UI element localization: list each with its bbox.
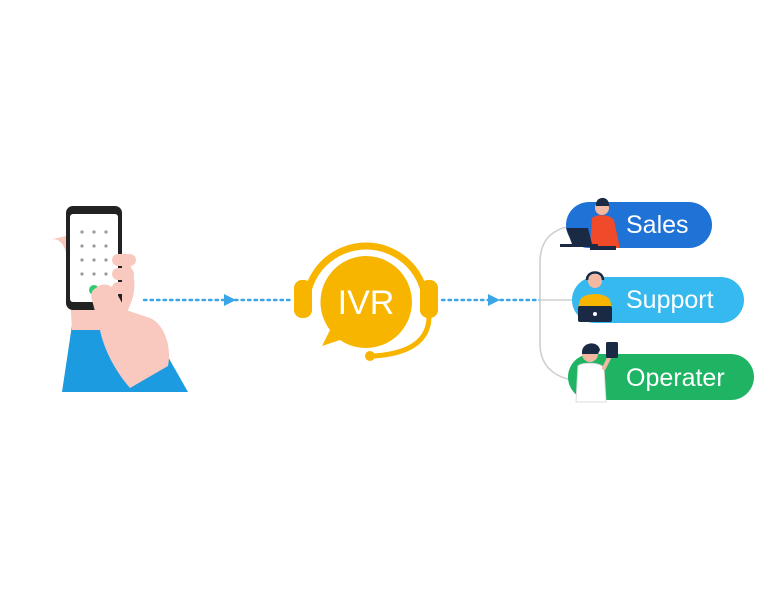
support-agent-headset-icon xyxy=(578,271,612,322)
operater-pill xyxy=(568,354,754,400)
sales-label: Sales xyxy=(626,211,689,239)
left-ear-cup xyxy=(294,280,312,318)
connector-caller-to-ivr xyxy=(142,294,294,306)
ivr-label: IVR xyxy=(338,284,395,322)
branch-lines xyxy=(539,225,573,381)
hand-holding-phone-icon xyxy=(48,206,188,392)
right-ear-cup xyxy=(420,280,438,318)
support-pill xyxy=(572,277,744,323)
destination-sales: Sales xyxy=(560,197,712,250)
operator-agent-tablet-icon xyxy=(575,342,618,403)
sales-agent-laptop-icon xyxy=(560,197,620,250)
destination-operater: Operater xyxy=(568,342,754,403)
phone-screen xyxy=(70,214,118,302)
pointing-hand-shape xyxy=(91,284,170,388)
gripping-fingers xyxy=(112,254,136,294)
mic-tip xyxy=(365,351,375,361)
mic-boom xyxy=(371,315,432,359)
keypad-dots xyxy=(80,230,108,276)
operater-label: Operater xyxy=(626,364,725,392)
headset-chat-bubble-icon: IVR xyxy=(294,242,438,361)
support-label: Support xyxy=(626,286,714,314)
arrow-head-icon xyxy=(224,294,236,306)
connector-ivr-to-destinations xyxy=(440,294,542,306)
headband xyxy=(302,242,430,307)
chat-bubble xyxy=(320,256,412,348)
arrow-head-icon xyxy=(488,294,500,306)
destination-support: Support xyxy=(572,271,744,323)
